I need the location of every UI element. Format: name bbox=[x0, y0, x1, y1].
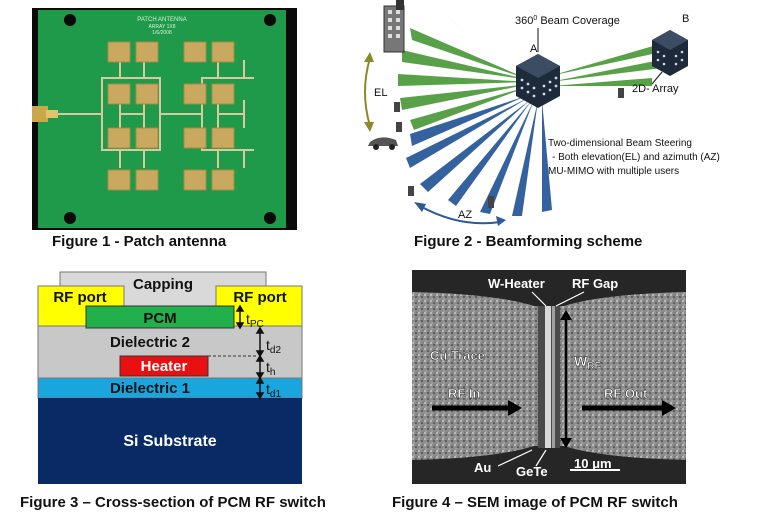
t-d2-label: td2 bbox=[266, 337, 281, 356]
t-pc-label: tPC bbox=[246, 311, 264, 330]
phone-icon bbox=[488, 196, 494, 208]
heater-layer bbox=[119, 355, 209, 377]
patch-elements bbox=[107, 41, 235, 191]
gete-label: GeTe bbox=[516, 464, 548, 479]
phone-icon bbox=[618, 88, 624, 98]
figure-1-caption: Figure 1 - Patch antenna bbox=[52, 233, 227, 250]
substrate-layer bbox=[38, 398, 302, 484]
node-b-label: B bbox=[682, 13, 689, 25]
mount-hole bbox=[64, 14, 76, 26]
node-a-label: A bbox=[530, 43, 538, 55]
phone-icon bbox=[396, 122, 402, 132]
sem-image: W-Heater RF Gap Cu Trace WRF RF In RF Ou… bbox=[412, 270, 686, 484]
cu-trace-label: Cu Trace bbox=[430, 348, 485, 363]
thickness-markers bbox=[235, 304, 265, 400]
dielectric2-label: Dielectric 2 bbox=[110, 334, 190, 351]
el-label: EL bbox=[374, 87, 387, 99]
heater-label: Heater bbox=[141, 358, 188, 375]
sem-bottom-region bbox=[412, 446, 686, 484]
beam-coverage-label: 3600 Beam Coverage bbox=[515, 15, 620, 27]
sma-connector bbox=[32, 106, 48, 122]
building-icon bbox=[383, 5, 405, 53]
azimuth-arc bbox=[419, 205, 501, 225]
mount-hole bbox=[264, 14, 276, 26]
mount-hole bbox=[64, 212, 76, 224]
phone-icon bbox=[394, 102, 400, 112]
w-rf-label: WRF bbox=[574, 353, 601, 372]
scale-label: 10 μm bbox=[574, 456, 612, 471]
rf-out-label: RF Out bbox=[604, 386, 648, 401]
rf-in-label: RF In bbox=[448, 386, 481, 401]
note-line-1: Two-dimensional Beam Steering bbox=[548, 138, 692, 149]
t-h-label: th bbox=[266, 359, 275, 378]
note-line-3: MU-MIMO with multiple users bbox=[548, 166, 679, 177]
rf-port-left-label: RF port bbox=[53, 289, 106, 306]
rf-gap-label: RF Gap bbox=[572, 276, 618, 291]
blue-beams bbox=[406, 96, 552, 216]
patch-antenna-photo: PATCH ANTENNA ARRAY 1X8 1/6/2008 bbox=[32, 8, 297, 230]
rf-port-right-label: RF port bbox=[233, 289, 286, 306]
figure-2-caption: Figure 2 - Beamforming scheme bbox=[414, 233, 643, 250]
au-label: Au bbox=[474, 460, 491, 475]
user-devices bbox=[368, 0, 624, 208]
phone-icon bbox=[408, 186, 414, 196]
az-label: AZ bbox=[458, 209, 472, 221]
array-label: 2D- Array bbox=[632, 83, 679, 95]
car-icon bbox=[368, 137, 398, 146]
pcm-cross-section: Capping RF port RF port PCM Dielectric 2… bbox=[37, 271, 303, 484]
mount-hole bbox=[264, 212, 276, 224]
sem-top-region bbox=[412, 270, 686, 306]
substrate-label: Si Substrate bbox=[123, 433, 216, 450]
green-beams bbox=[398, 12, 662, 130]
note-line-2: - Both elevation(EL) and azimuth (AZ) bbox=[552, 152, 720, 163]
feed-network bbox=[58, 60, 254, 168]
node-b-array bbox=[652, 30, 688, 76]
dielectric1-label: Dielectric 1 bbox=[110, 380, 190, 397]
w-heater-label: W-Heater bbox=[488, 276, 545, 291]
board-label-1: PATCH ANTENNA bbox=[137, 17, 186, 23]
board-label-2: ARRAY 1X8 bbox=[148, 24, 175, 30]
pcm-label: PCM bbox=[143, 310, 176, 327]
beamforming-diagram: A B 3600 Beam Coverage 2D- Array EL A bbox=[364, 0, 720, 226]
board-label-3: 1/6/2008 bbox=[152, 30, 172, 36]
node-a-array bbox=[516, 54, 560, 108]
t-d1-label: td1 bbox=[266, 381, 281, 400]
figure-4-caption: Figure 4 – SEM image of PCM RF switch bbox=[392, 494, 678, 511]
capping-label: Capping bbox=[133, 276, 193, 293]
pcm-layer bbox=[85, 305, 235, 329]
figure-3-caption: Figure 3 – Cross-section of PCM RF switc… bbox=[20, 494, 326, 511]
elevation-arc bbox=[364, 57, 371, 127]
